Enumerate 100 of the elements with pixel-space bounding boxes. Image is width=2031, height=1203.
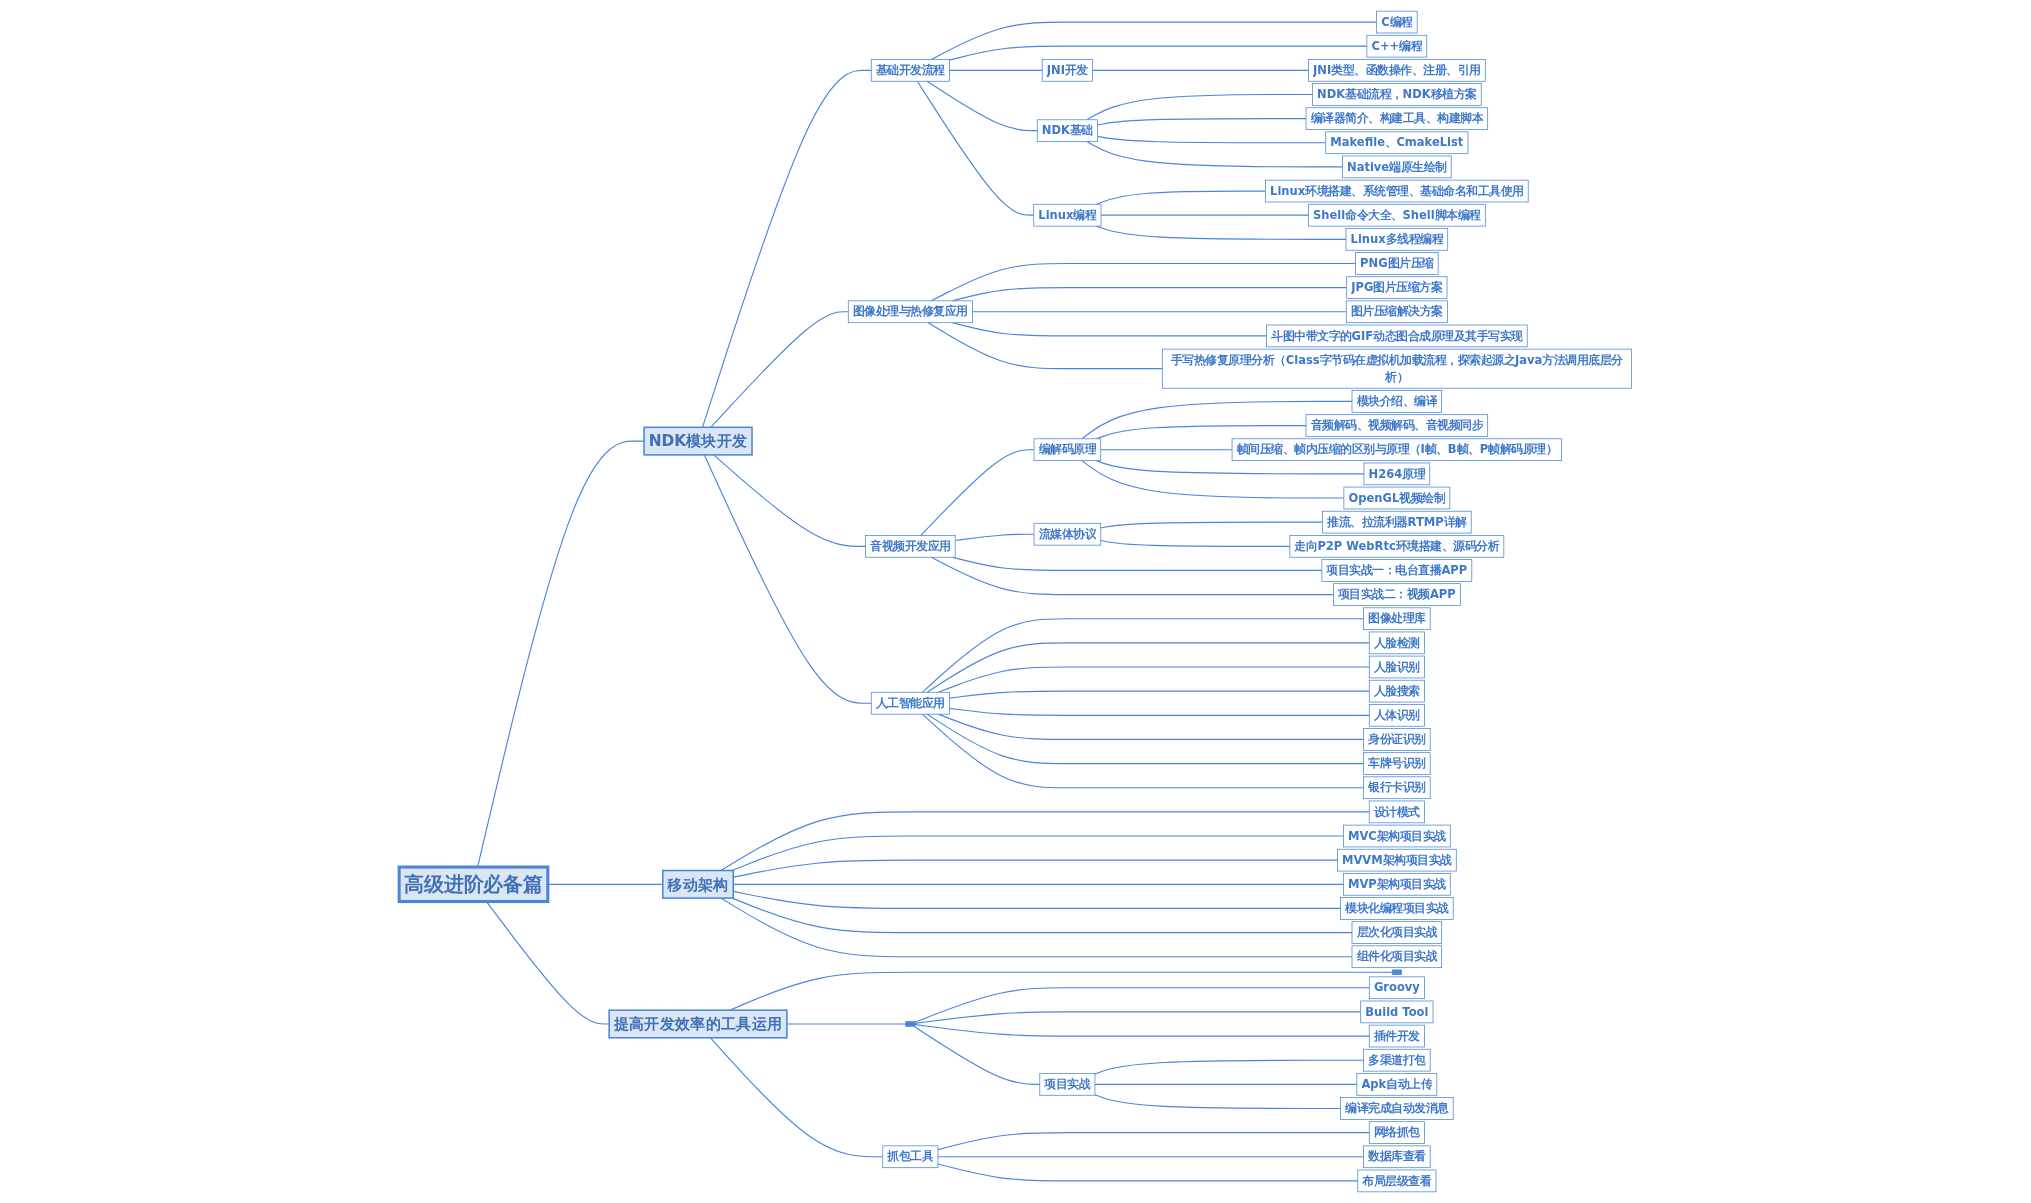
connector [1086, 141, 1344, 168]
node-box: MVC架构项目实战 [1343, 824, 1451, 848]
connector [949, 690, 1371, 699]
node-box: 项目实战一：电台直播APP [1321, 559, 1473, 582]
node-box: C++编程 [1366, 34, 1428, 58]
node-box: 抓包工具 [882, 1145, 939, 1169]
connector [710, 1037, 884, 1158]
connector [1096, 425, 1307, 440]
connector [937, 1132, 1371, 1151]
node-box: 编译完成自动发消息 [1340, 1097, 1454, 1120]
node-box: 多渠道打包 [1363, 1048, 1431, 1072]
connector [926, 80, 1039, 132]
node-box: NDK模块开发 [643, 426, 754, 456]
connector [1094, 1059, 1365, 1075]
node-box: 图像处理库 [1363, 607, 1431, 631]
connector [937, 1163, 1359, 1182]
connector [917, 80, 1035, 216]
connector [1092, 69, 1310, 71]
connector [922, 618, 1365, 693]
node-box: 推流、拉流利器RTMP详解 [1322, 510, 1472, 534]
connector [931, 262, 1357, 302]
node-box: JNI开发 [1042, 59, 1094, 82]
node-box: 流媒体协议 [1033, 522, 1102, 546]
node-box: 人脸识别 [1369, 655, 1426, 679]
node-box: MVVM架构项目实战 [1337, 848, 1457, 872]
node-box: 人工智能应用 [871, 691, 951, 715]
connector [949, 69, 1043, 71]
connector [927, 322, 1164, 370]
connector [938, 713, 1365, 741]
node-box: Apk自动上传 [1356, 1073, 1438, 1096]
node-box: Groovy [1369, 976, 1425, 1000]
node-box: Linux环境搭建、系统管理、基础命名和工具使用 [1265, 179, 1529, 203]
node-box: 帧间压缩、帧内压缩的区别与原理（I帧、B帧、P帧解码原理） [1231, 438, 1563, 462]
node-box: 走向P2P WebRtc环境搭建、源码分析 [1289, 535, 1505, 558]
connector [926, 713, 1365, 765]
connector [1096, 460, 1365, 475]
node-box: C编程 [1376, 10, 1418, 34]
node-box: Linux编程 [1033, 203, 1102, 227]
node-box: 组件化项目实战 [1351, 945, 1443, 969]
node-box: 编译器简介、构建工具、构建脚本 [1305, 107, 1489, 130]
node-box: 图片压缩解决方案 [1346, 300, 1449, 324]
connector [938, 666, 1371, 693]
node-box: 网络抓包 [1369, 1121, 1426, 1144]
connector [713, 454, 867, 547]
connector [1100, 449, 1233, 451]
connector [914, 1024, 1371, 1037]
node-box: JNI类型、函数操作、注册、引用 [1308, 59, 1486, 82]
connector [1097, 135, 1327, 144]
node-box: 人体识别 [1369, 704, 1426, 727]
node-box: 图像处理与热修复应用 [848, 300, 974, 324]
connector [914, 987, 1371, 1023]
connector [972, 311, 1348, 313]
node-box: NDK基础流程，NDK移植方案 [1312, 83, 1482, 106]
node-box: PNG图片压缩 [1355, 252, 1439, 275]
node-box: 项目实战 [1039, 1073, 1096, 1096]
node-box: 斗图中带文字的GIF动态图合成原理及其手写实现 [1266, 324, 1528, 348]
node-box: 层次化项目实战 [1351, 921, 1443, 944]
node-box: 音频解码、视频解码、音视频同步 [1305, 414, 1489, 437]
connector [1100, 214, 1310, 216]
connector [704, 454, 873, 704]
connector [913, 1025, 1041, 1085]
node-box: 高级进阶必备篇 [397, 865, 550, 904]
node-box: 人脸搜索 [1369, 679, 1426, 703]
connector [720, 811, 1371, 872]
node-box: 模块介绍、编译 [1351, 390, 1443, 413]
connector [1100, 521, 1324, 529]
node-box: NDK基础 [1037, 119, 1099, 142]
node-box: 插件开发 [1369, 1024, 1426, 1048]
node-box: 音视频开发应用 [865, 535, 956, 558]
node-box: 移动架构 [662, 869, 735, 899]
connector [710, 311, 850, 428]
connector [922, 713, 1365, 789]
node-box: 布局层级查看 [1357, 1169, 1437, 1193]
node-box: OpenGL视频绘制 [1343, 486, 1451, 510]
node-box: Shell命令大全、Shell脚本编程 [1308, 203, 1486, 227]
node-box: 编解码原理 [1033, 438, 1102, 462]
connector [949, 45, 1368, 61]
node-box: 车牌号识别 [1363, 752, 1431, 775]
connector [954, 533, 1035, 542]
connector [1081, 400, 1353, 440]
node-box: 数据库查看 [1363, 1145, 1431, 1169]
node-box: 项目实战二：视频APP [1333, 583, 1461, 606]
connector [731, 897, 1353, 934]
node-box: 基础开发流程 [871, 59, 951, 82]
connector [1100, 539, 1291, 547]
node-box: 模块化编程项目实战 [1340, 897, 1454, 920]
node-box: MVP架构项目实战 [1343, 873, 1451, 896]
node-box: JPG图片压缩方案 [1346, 276, 1448, 299]
connector [702, 69, 873, 428]
connector [1096, 190, 1267, 205]
connector [937, 1156, 1365, 1158]
connector [920, 449, 1035, 536]
connector [949, 707, 1371, 716]
node-bar [905, 1021, 916, 1027]
node-box: 提高开发效率的工具运用 [608, 1009, 788, 1039]
connector [729, 971, 1394, 1011]
connector [1094, 1094, 1342, 1110]
connector [1097, 118, 1307, 126]
node-box: Native端原生绘制 [1342, 155, 1452, 179]
node-box: H264原理 [1363, 462, 1431, 486]
